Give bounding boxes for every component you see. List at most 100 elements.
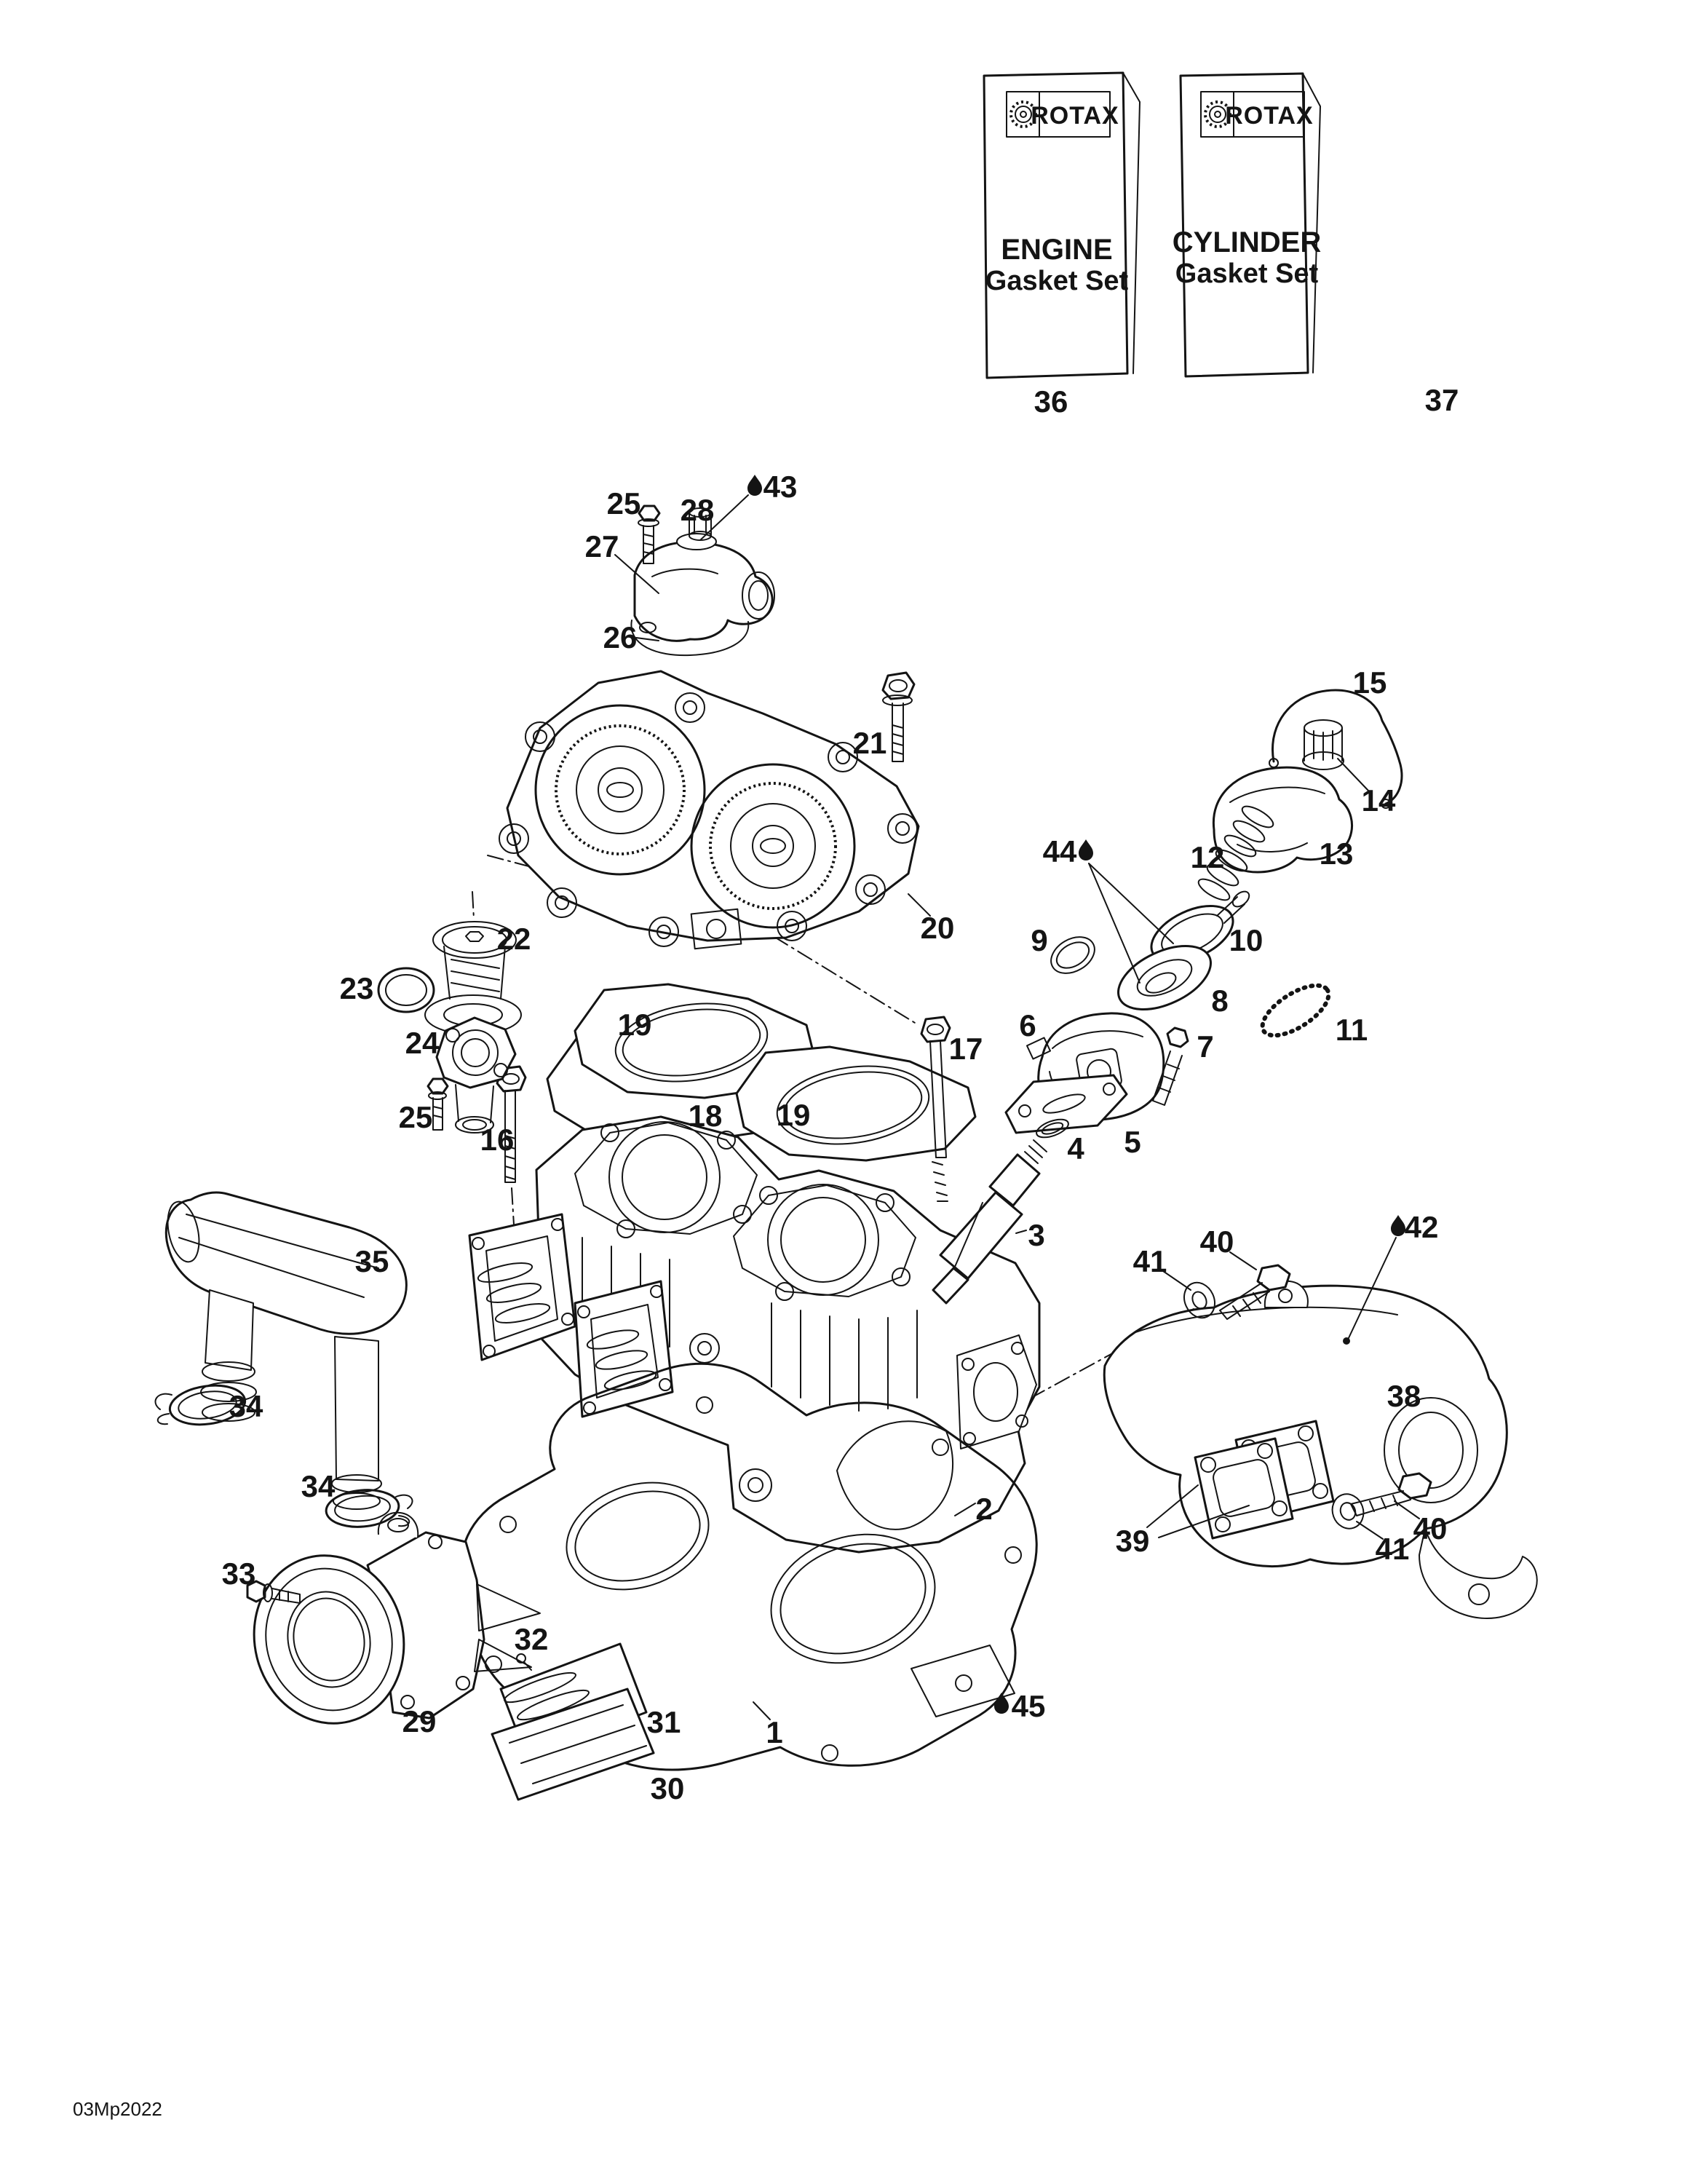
rotax-logo-box: [1006, 91, 1111, 138]
part-label-30-31: 30: [651, 1771, 685, 1805]
block-exhaust-flange: [956, 1334, 1037, 1449]
base-gasket-1: [460, 1362, 1038, 1771]
lubricant-drop-icon-43: [747, 475, 762, 496]
valve-spring-12: [1197, 805, 1274, 901]
part-label-3-2: 3: [1028, 1218, 1044, 1252]
bolt-25-top: [638, 505, 661, 564]
part-label-37-39: 37: [1425, 383, 1459, 417]
part-label-23-23: 23: [340, 971, 374, 1005]
part-label-14-13: 14: [1362, 783, 1396, 818]
hose-clamp-34-lower: [325, 1489, 413, 1528]
part-label-18-17: 18: [689, 1099, 723, 1133]
reed-valve-box-left: [468, 1213, 576, 1361]
part-label-19-19: 19: [777, 1098, 811, 1132]
part-label-31-32: 31: [647, 1705, 681, 1739]
intake-socket-29: [253, 1511, 541, 1725]
head-gasket-19-right: [735, 1045, 977, 1162]
part-label-17-16: 17: [949, 1032, 983, 1066]
part-label-7-6: 7: [1197, 1029, 1213, 1064]
bolt-25-lower: [427, 1077, 449, 1131]
o-ring-4: [1036, 1118, 1069, 1139]
part-label-29-30: 29: [402, 1704, 437, 1738]
part-label-22-22: 22: [497, 922, 531, 956]
part-label-6-5: 6: [1019, 1008, 1036, 1042]
o-ring-23: [377, 967, 435, 1013]
part-label-8-7: 8: [1211, 984, 1228, 1018]
hose-clamp-34-upper: [154, 1384, 247, 1426]
part-label-24-24: 24: [405, 1026, 440, 1060]
water-manifold-35: [164, 1191, 408, 1510]
valve-cup-13: [1212, 766, 1353, 874]
block-bolt-bosses: [600, 1123, 911, 1301]
packet-title: CYLINDER: [1173, 226, 1322, 258]
part-label-20-20: 20: [921, 911, 955, 945]
bolt-40-upper: [1219, 1264, 1291, 1320]
cover-neck: [676, 533, 717, 550]
lubricant-drop-icon-42: [1391, 1215, 1405, 1236]
part-label-42-46: 42: [1405, 1210, 1439, 1244]
gasket-sealant-zone: [911, 1645, 1015, 1717]
lubricant-drop-icon-44: [1079, 839, 1093, 860]
thermostat-housing-cover: [630, 533, 775, 657]
rotax-gear-icon: [1009, 100, 1037, 128]
part-label-26-27: 26: [603, 620, 638, 654]
block-side-opening: [836, 1420, 953, 1530]
cylinder-head-cover: [499, 670, 920, 950]
packet-subtitle: Gasket Set: [985, 266, 1129, 296]
part-label-41-45: 41: [1376, 1532, 1410, 1566]
cylinder-gasket-set-packet: ROTAX CYLINDER Gasket Set: [1173, 72, 1322, 378]
part-label-2-1: 2: [975, 1492, 992, 1526]
part-label-19-18: 19: [618, 1008, 652, 1042]
bolt-40-lower: [1350, 1472, 1432, 1516]
bolt-17: [920, 1016, 951, 1202]
part-label-36-38: 36: [1034, 384, 1068, 419]
part-label-11-10: 11: [1336, 1013, 1368, 1047]
part-label-12-11: 12: [1191, 840, 1225, 874]
part-label-25-26: 25: [399, 1100, 433, 1134]
bolt-33: [246, 1580, 301, 1604]
cover-outlet: [742, 571, 775, 620]
reed-plate-30: [491, 1688, 655, 1801]
cylinder-block: [468, 1115, 1041, 1554]
bolt-21: [881, 671, 916, 762]
part-label-33-34: 33: [222, 1556, 256, 1591]
part-label-45-49: 45: [1012, 1689, 1046, 1723]
part-label-21-21: 21: [853, 726, 887, 760]
temperature-sensor-3: [932, 1139, 1047, 1305]
washer-41-lower: [1331, 1493, 1365, 1530]
part-label-32-33: 32: [515, 1622, 549, 1656]
valve-cap-14: [1302, 719, 1344, 770]
part-label-39-41: 39: [1116, 1524, 1150, 1558]
reed-valve-box-right: [574, 1280, 674, 1418]
part-label-34-35: 34: [229, 1389, 263, 1423]
fitting-28: [689, 507, 712, 541]
packet-title: ENGINE: [1001, 234, 1112, 266]
part-label-4-3: 4: [1067, 1131, 1084, 1166]
part-label-40-43: 40: [1413, 1511, 1448, 1546]
part-label-38-40: 38: [1387, 1379, 1421, 1413]
rotax-logo-box: [1200, 91, 1305, 138]
washer-41-upper: [1183, 1281, 1215, 1319]
part-label-28-29: 28: [681, 493, 715, 527]
part-label-43-47: 43: [763, 470, 798, 504]
heater-plate-5: [1004, 1074, 1128, 1134]
o-ring-9: [1050, 936, 1095, 974]
rotax-brand-text: ROTAX: [1225, 102, 1313, 130]
part-label-10-9: 10: [1229, 923, 1264, 957]
part-label-44-48: 44: [1043, 834, 1077, 869]
outlet-socket-24: [435, 1016, 517, 1133]
rotax-gear-icon: [1204, 100, 1231, 128]
head-cover-bolt-bosses: [499, 692, 918, 947]
part-label-9-8: 9: [1031, 923, 1047, 957]
leader-lines: [614, 494, 1420, 1720]
part-label-13-12: 13: [1320, 836, 1354, 871]
part-label-34-36: 34: [301, 1469, 336, 1503]
exhaust-flange-gasket-39-front: [1194, 1437, 1294, 1540]
bolt-7: [1152, 1026, 1189, 1106]
part-label-41-44: 41: [1133, 1244, 1167, 1278]
part-label-27-28: 27: [585, 529, 619, 563]
part-label-15-14: 15: [1353, 665, 1387, 700]
part-label-5-4: 5: [1124, 1125, 1140, 1159]
